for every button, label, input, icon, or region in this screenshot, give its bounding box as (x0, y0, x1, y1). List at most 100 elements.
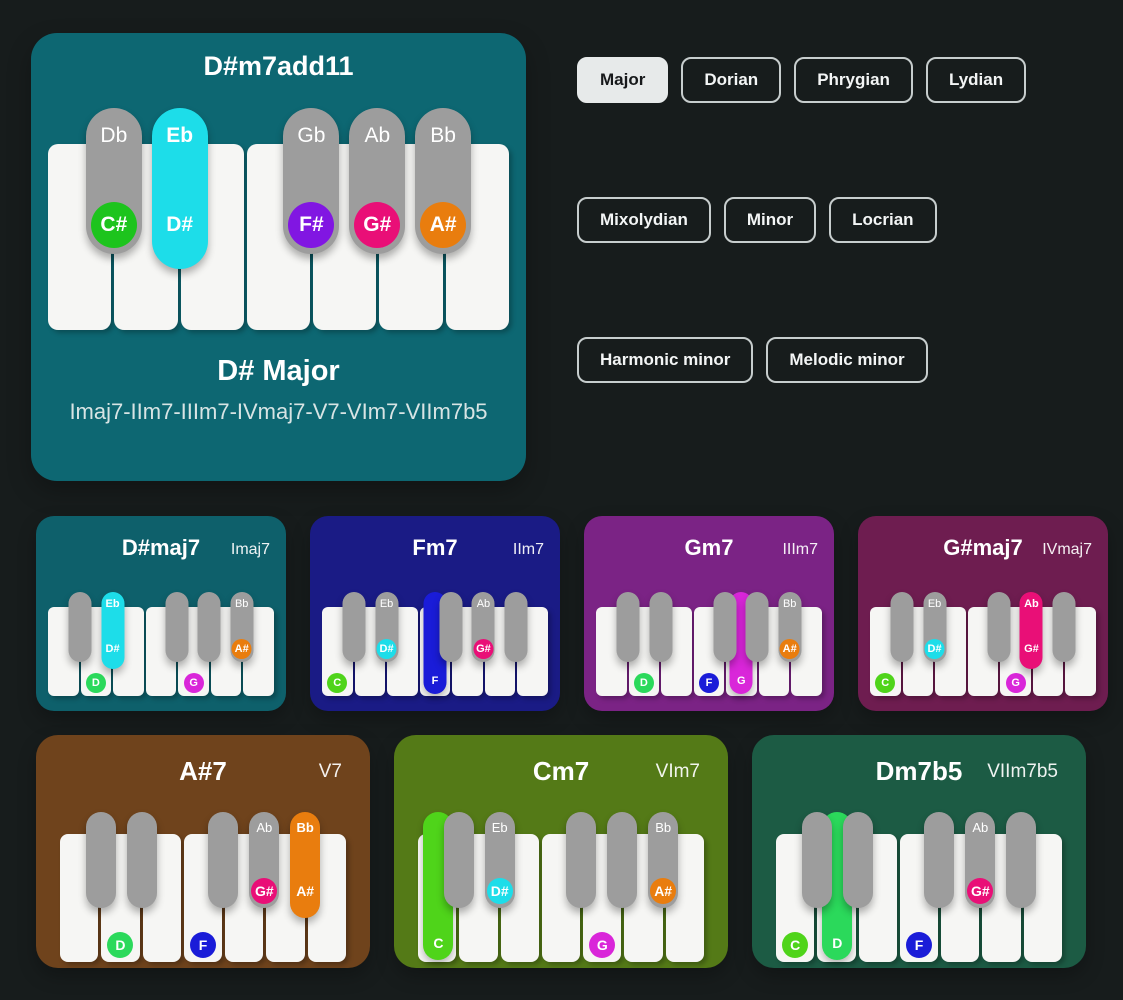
note-label-C: C (433, 935, 444, 951)
mode-button-dorian[interactable]: Dorian (681, 57, 782, 103)
black-key-D#[interactable] (842, 812, 873, 908)
chord-card-title: D#maj7 (121, 535, 201, 560)
black-key-F#[interactable] (439, 592, 463, 662)
note-badge-G: G (1005, 673, 1026, 693)
black-key-C#[interactable] (342, 592, 366, 662)
flat-name-label: Ab (1024, 598, 1039, 610)
mode-button-locrian[interactable]: Locrian (829, 197, 937, 243)
flat-name-label: Eb (491, 820, 508, 835)
flat-name-label: Gb (297, 124, 326, 147)
black-key-C#[interactable] (85, 812, 116, 908)
note-badge-G#: G# (473, 639, 494, 659)
black-key-A#[interactable] (504, 592, 528, 662)
note-badge-G: G (183, 673, 204, 693)
black-key-C#[interactable] (890, 592, 914, 662)
black-key-A#[interactable] (1052, 592, 1076, 662)
black-key-F#[interactable] (713, 592, 737, 662)
flat-name-label: Bb (430, 124, 456, 147)
note-badge-D: D (107, 932, 134, 958)
black-key-G#[interactable] (607, 812, 638, 908)
mode-button-phrygian[interactable]: Phrygian (794, 57, 913, 103)
black-key-F#[interactable] (987, 592, 1011, 662)
black-key-F#[interactable] (924, 812, 955, 908)
chord-card-numeral: IIm7 (512, 541, 544, 558)
mode-button-mixolydian[interactable]: Mixolydian (577, 197, 711, 243)
note-label-F: F (431, 675, 439, 687)
black-key-D#[interactable] (126, 812, 157, 908)
black-key-G#[interactable] (197, 592, 221, 662)
black-key-C#[interactable] (68, 592, 92, 662)
black-key-A#[interactable] (1006, 812, 1037, 908)
flat-name-label: Ab (256, 820, 273, 835)
chord-title: D#m7add11 (203, 51, 354, 81)
black-key-C#[interactable] (616, 592, 640, 662)
mode-button-major[interactable]: Major (577, 57, 669, 103)
black-key-F#[interactable] (208, 812, 239, 908)
black-key-D#[interactable] (649, 592, 673, 662)
note-badge-G#: G# (1024, 643, 1039, 655)
chord-card-title: A#7 (179, 756, 227, 786)
note-badge-D: D (85, 673, 106, 693)
note-badge-A#: A# (650, 878, 677, 904)
chord-card-title: Fm7 (412, 535, 458, 560)
chord-card-numeral: IIIm7 (782, 541, 818, 558)
note-badge-C: C (782, 932, 809, 958)
black-key-F#[interactable] (566, 812, 597, 908)
mode-button-melodic-minor[interactable]: Melodic minor (766, 337, 928, 383)
mode-button-lydian[interactable]: Lydian (925, 57, 1027, 103)
note-badge-D#: D# (486, 878, 513, 904)
black-key-C#[interactable] (443, 812, 474, 908)
black-key-F#[interactable] (165, 592, 189, 662)
note-badge-D#: D# (376, 639, 397, 659)
note-label-G: G (737, 675, 746, 687)
mode-button-harmonic-minor[interactable]: Harmonic minor (577, 337, 754, 383)
flat-name-label: Eb (379, 598, 394, 610)
flat-name-label: Bb (234, 598, 249, 610)
black-key-C#[interactable] (801, 812, 832, 908)
note-badge-F: F (189, 932, 216, 958)
black-key-G#[interactable] (745, 592, 769, 662)
note-badge-D#: D# (105, 643, 120, 655)
note-badge-G#: G# (251, 878, 278, 904)
note-badge-A#: A# (231, 639, 252, 659)
flat-name-label: Eb (166, 124, 194, 147)
chord-card-title: Cm7 (532, 756, 590, 786)
chord-card-title: G#maj7 (943, 535, 1023, 560)
chord-card-numeral: V7 (318, 761, 342, 782)
mode-button-minor[interactable]: Minor (723, 197, 817, 243)
